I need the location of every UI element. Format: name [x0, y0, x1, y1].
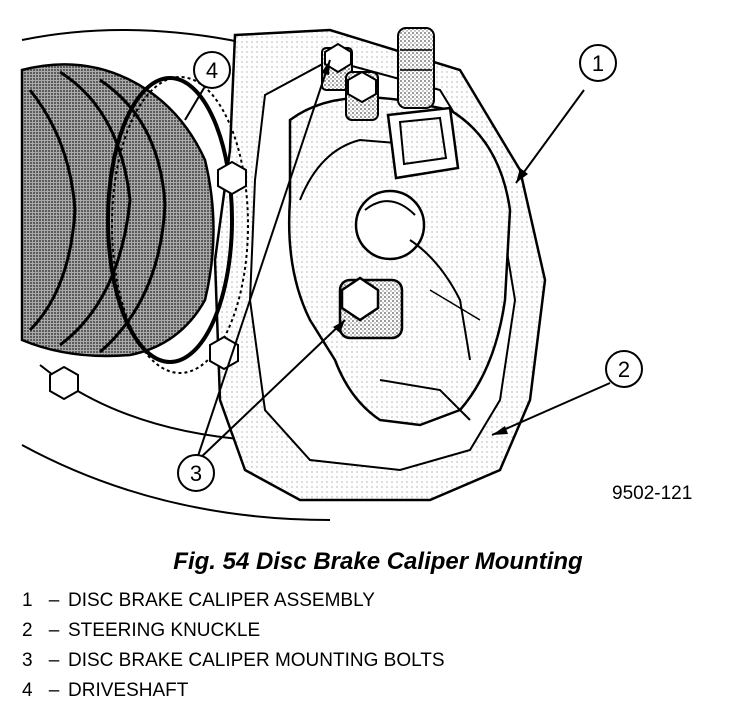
legend-item: 4–DRIVESHAFT [22, 676, 445, 706]
leader-lines [184, 59, 611, 463]
legend-number: 3 [22, 650, 33, 671]
legend-item: 1–DISC BRAKE CALIPER ASSEMBLY [22, 586, 445, 616]
callout-4-number: 4 [206, 58, 218, 83]
callout-3-number: 3 [190, 461, 202, 486]
legend-number: 1 [22, 590, 33, 611]
legend-item: 2–STEERING KNUCKLE [22, 616, 445, 646]
callout-4: 4 [193, 51, 231, 89]
caliper-body [287, 96, 512, 427]
tone-ring [106, 76, 249, 374]
legend-label: STEERING KNUCKLE [68, 620, 261, 641]
legend-separator: – [48, 590, 60, 611]
figure-code: 9502-121 [612, 483, 693, 504]
lower-mounting-bolt [338, 276, 404, 340]
legend-number: 2 [22, 620, 33, 641]
legend-separator: – [48, 680, 60, 701]
legend-item: 3–DISC BRAKE CALIPER MOUNTING BOLTS [22, 646, 445, 676]
legend-number: 4 [22, 680, 33, 701]
figure-caption: Fig. 54 Disc Brake Caliper Mounting [173, 548, 583, 575]
caliper-illustration: 1 2 3 4 [20, 27, 643, 521]
hub-lug-nuts [49, 160, 247, 401]
legend-separator: – [48, 650, 60, 671]
brake-hose-fitting [386, 27, 460, 180]
legend-separator: – [48, 620, 60, 641]
leader-arrowheads [321, 60, 528, 435]
callout-1-number: 1 [592, 51, 604, 76]
callout-2: 2 [605, 350, 643, 388]
callout-2-number: 2 [618, 357, 630, 382]
legend-label: DISC BRAKE CALIPER ASSEMBLY [68, 590, 375, 611]
legend-label: DRIVESHAFT [68, 680, 189, 701]
legend-label: DISC BRAKE CALIPER MOUNTING BOLTS [68, 650, 445, 671]
callout-1: 1 [579, 44, 617, 82]
upper-mounting-bolt [321, 42, 379, 121]
callout-legend: 1–DISC BRAKE CALIPER ASSEMBLY 2–STEERING… [22, 586, 445, 706]
callout-3: 3 [177, 454, 215, 492]
driveshaft-boot [20, 63, 215, 358]
